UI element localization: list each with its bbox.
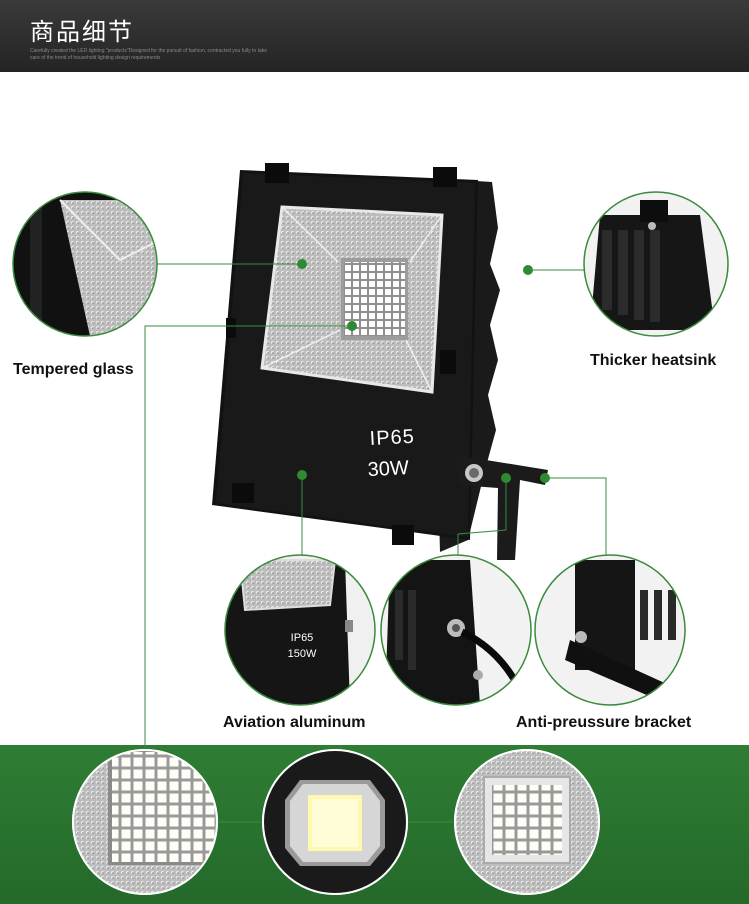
cob-chip-detail bbox=[262, 749, 408, 895]
bracket-detail bbox=[534, 554, 686, 706]
inset-ip-rating: IP65 bbox=[291, 632, 314, 644]
page-title: 商品细节 bbox=[30, 18, 134, 46]
ip-rating-label: IP65 bbox=[369, 426, 415, 450]
anti-pressure-bracket-label: Anti-preussure bracket bbox=[516, 714, 692, 731]
power-label: 30W bbox=[367, 457, 409, 481]
floodlight-product bbox=[212, 163, 548, 560]
header-subtitle-line2: care of the trend of household lighting … bbox=[30, 55, 161, 61]
aviation-aluminum-label: Aviation aluminum bbox=[223, 714, 366, 731]
inset-power: 150W bbox=[288, 648, 317, 660]
header-subtitle: Carefully created the LED lighting "prod… bbox=[30, 48, 330, 62]
tempered-glass-detail bbox=[12, 191, 158, 337]
tempered-glass-label: Tempered glass bbox=[13, 361, 134, 378]
heatsink-detail bbox=[583, 191, 729, 337]
led-array-detail bbox=[72, 749, 218, 895]
callout-lines bbox=[144, 263, 607, 823]
callout-dots bbox=[297, 259, 550, 483]
cable-connector-detail bbox=[380, 554, 532, 706]
smd-module-detail bbox=[454, 749, 600, 895]
header-banner: 商品细节 Carefully created the LED lighting … bbox=[0, 0, 749, 72]
header-subtitle-line1: Carefully created the LED lighting "prod… bbox=[30, 48, 268, 54]
aviation-aluminum-detail bbox=[224, 554, 376, 706]
thicker-heatsink-label: Thicker heatsink bbox=[590, 352, 717, 369]
